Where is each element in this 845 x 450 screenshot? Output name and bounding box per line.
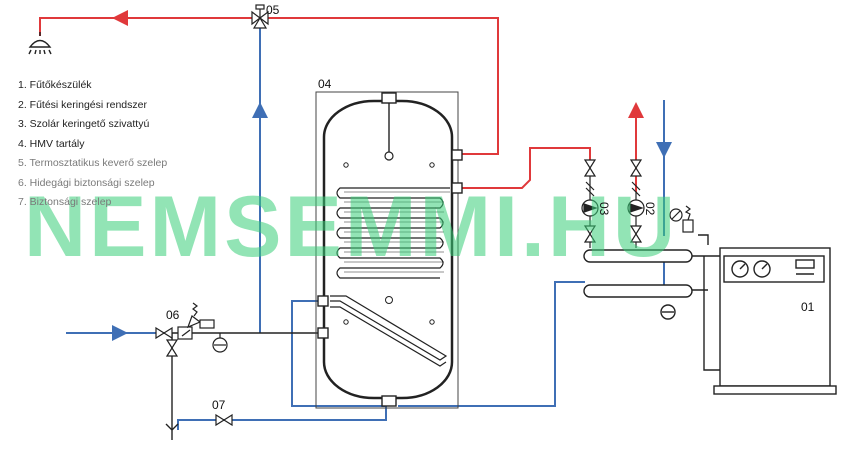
legend: 1. Fűtőkészülék 2. Fűtési keringési rend… (18, 76, 167, 213)
drain-valve-icon (215, 413, 233, 427)
hot-water-pipes (39, 10, 644, 192)
boiler-icon (713, 247, 837, 395)
legend-item-7: 7. Biztonsági szelep (18, 196, 112, 208)
legend-item-4: 4. HMV tartály (18, 137, 85, 150)
distribution-headers (583, 249, 693, 320)
label-05: 05 (266, 3, 280, 17)
heating-coil (330, 187, 450, 367)
legend-item-2: 2. Fűtési keringési rendszer (18, 98, 147, 111)
shower-icon (28, 32, 52, 55)
pump-group-02 (627, 159, 645, 248)
label-06: 06 (166, 308, 180, 322)
mixing-valve-icon (251, 4, 269, 29)
hmv-tank (315, 91, 463, 409)
watermark: NEMSEMMI.HU (24, 179, 679, 275)
label-03: 03 (597, 202, 611, 216)
safety-valve-icon (155, 302, 228, 357)
legend-item-3: 3. Szolár keringető szivattyú (18, 118, 150, 130)
label-07: 07 (212, 398, 226, 412)
legend-item-5: 5. Termosztatikus keverő szelep (18, 157, 168, 169)
label-02: 02 (643, 202, 657, 216)
gauge-icon (669, 205, 694, 233)
pump-group-03 (581, 159, 599, 248)
label-01: 01 (801, 300, 815, 314)
legend-item-1: 1. Fűtőkészülék (18, 79, 92, 91)
legend-item-6: 6. Hidegági biztonsági szelep (18, 176, 155, 189)
label-04: 04 (318, 77, 332, 91)
